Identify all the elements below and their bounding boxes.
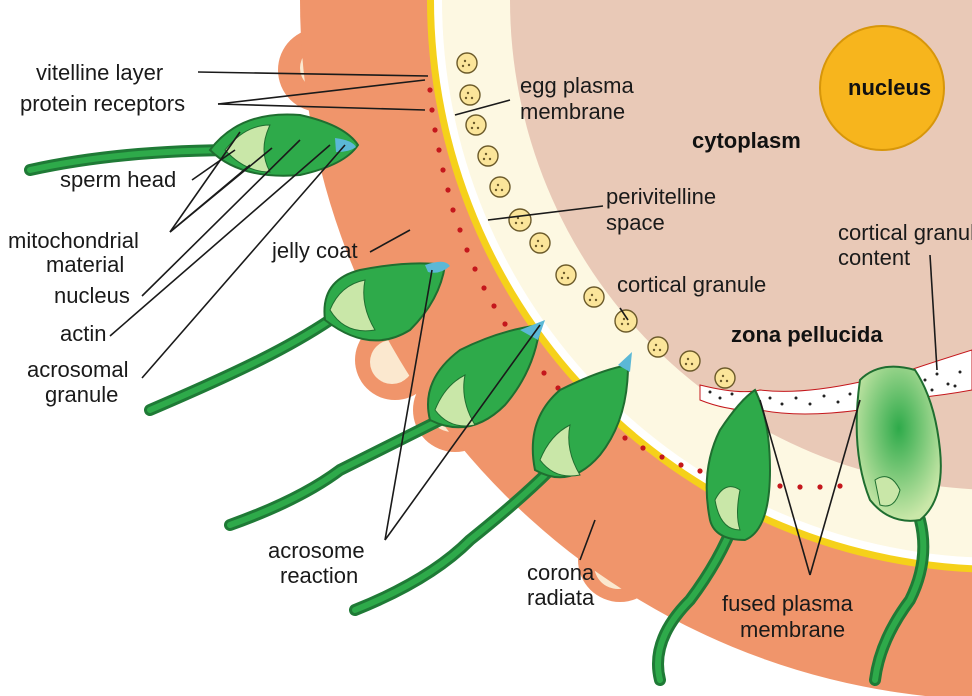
label-mitochondrial-1: mitochondrial bbox=[8, 228, 139, 253]
label-cortical-granule-content-2: content bbox=[838, 245, 910, 270]
label-cytoplasm: cytoplasm bbox=[692, 128, 801, 153]
label-acrosome-1: acrosome bbox=[268, 538, 365, 563]
label-corona-1: corona bbox=[527, 560, 595, 585]
label-perivitelline-2: space bbox=[606, 210, 665, 235]
label-sperm-head: sperm head bbox=[60, 167, 176, 192]
label-acrosomal-2: granule bbox=[45, 382, 118, 407]
label-egg-plasma-membrane-1: egg plasma bbox=[520, 73, 635, 98]
label-jelly-coat: jelly coat bbox=[271, 238, 358, 263]
label-actin: actin bbox=[60, 321, 106, 346]
label-zona-pellucida: zona pellucida bbox=[731, 322, 883, 347]
label-fused-2: membrane bbox=[740, 617, 845, 642]
label-acrosome-2: reaction bbox=[280, 563, 358, 588]
label-sperm-nucleus: nucleus bbox=[54, 283, 130, 308]
label-corona-2: radiata bbox=[527, 585, 595, 610]
label-mitochondrial-2: material bbox=[46, 252, 124, 277]
label-perivitelline-1: perivitelline bbox=[606, 184, 716, 209]
label-egg-nucleus: nucleus bbox=[848, 75, 931, 100]
label-fused-1: fused plasma bbox=[722, 591, 854, 616]
label-cortical-granule-content-1: cortical granule bbox=[838, 220, 972, 245]
label-protein-receptors: protein receptors bbox=[20, 91, 185, 116]
label-vitelline-layer: vitelline layer bbox=[36, 60, 163, 85]
label-egg-plasma-membrane-2: membrane bbox=[520, 99, 625, 124]
label-cortical-granule: cortical granule bbox=[617, 272, 766, 297]
label-acrosomal-1: acrosomal bbox=[27, 357, 128, 382]
